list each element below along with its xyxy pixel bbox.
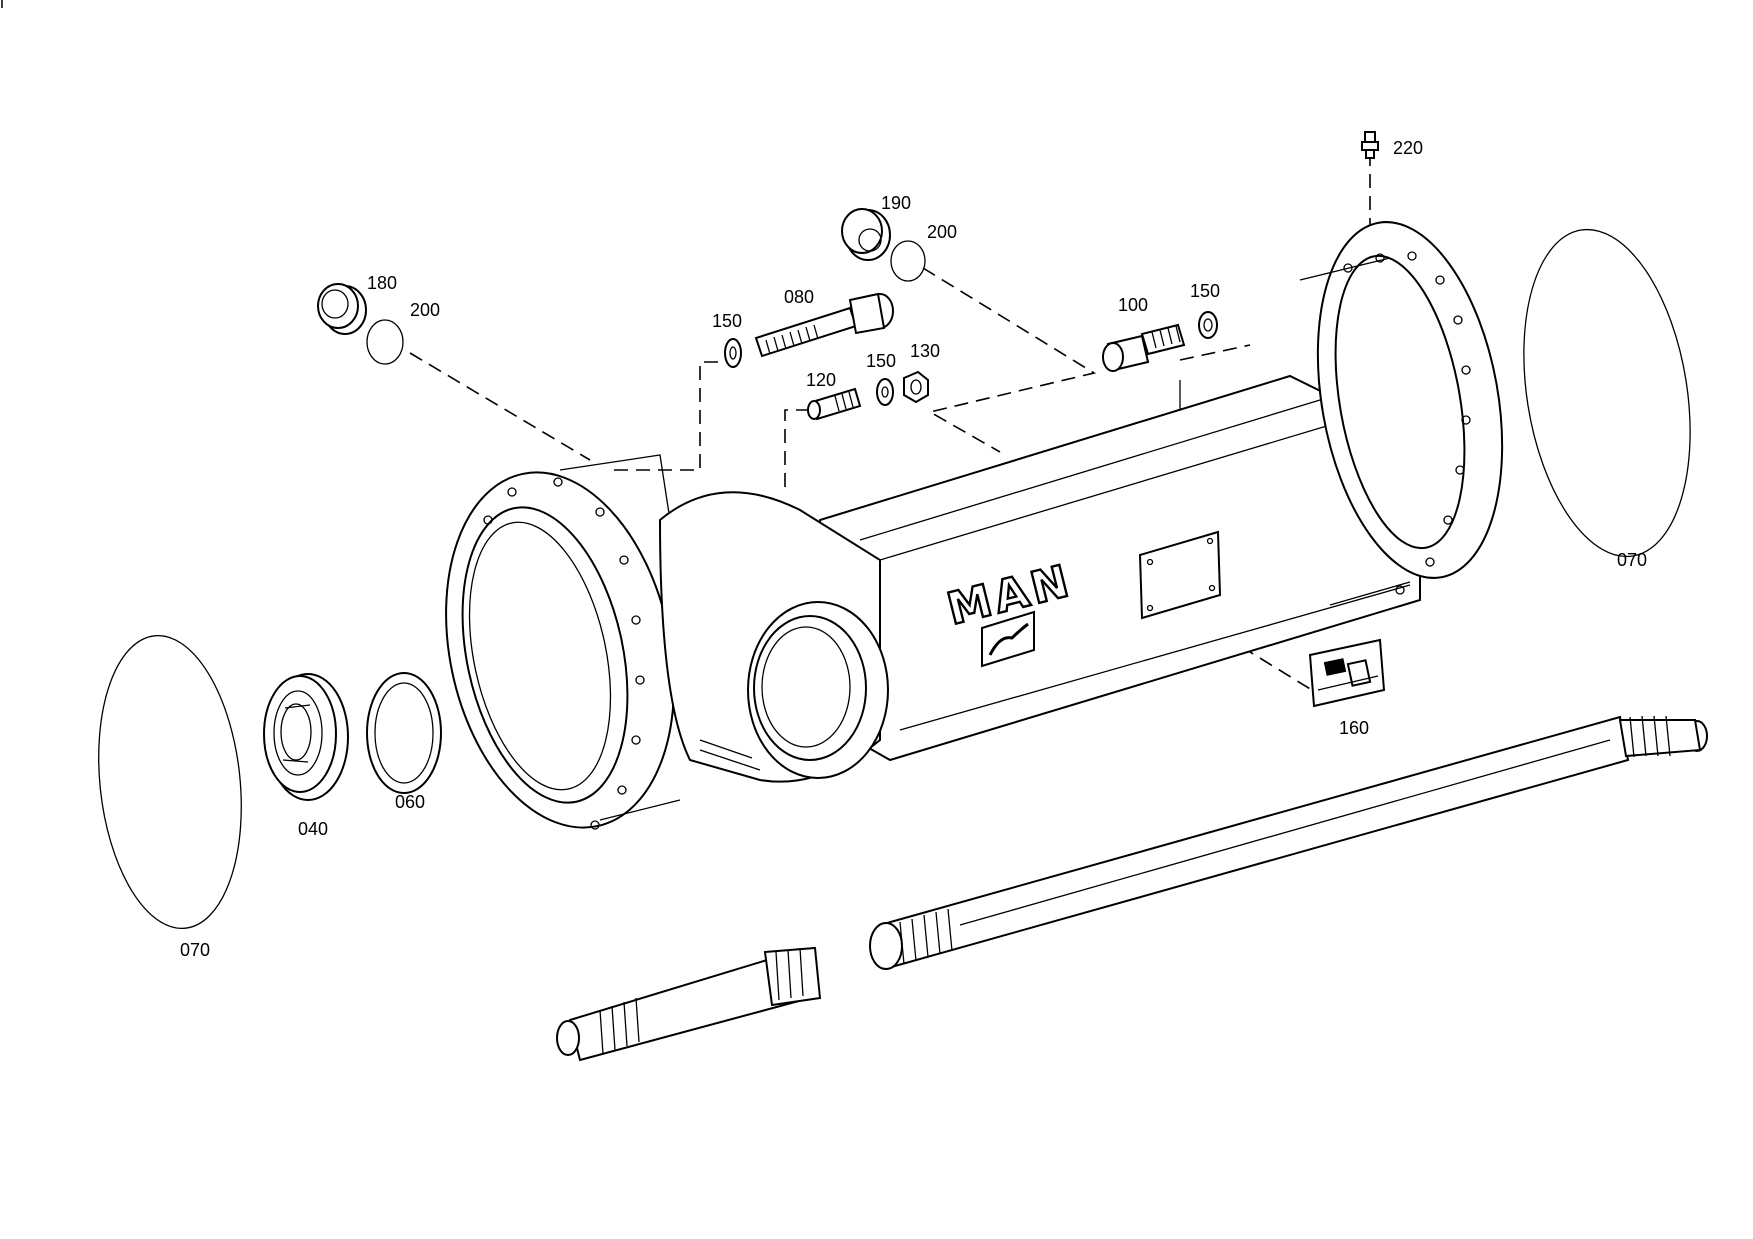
assembly-leader-lines [409,152,1371,696]
o-ring-right [1523,228,1691,558]
drive-shaft-short [556,946,822,1062]
drive-shaft-long [869,715,1708,970]
callout-200-top: 200 [927,222,957,242]
callout-040: 040 [298,819,328,839]
flange-bolt-holes-left [483,477,645,830]
callout-100: 100 [1118,295,1148,315]
seal-ring-200-top [890,240,926,282]
part-callouts: 220 190 200 180 200 080 150 100 150 120 … [180,138,1647,960]
callout-200-left: 200 [410,300,440,320]
callout-190: 190 [881,193,911,213]
o-ring-left [98,634,242,930]
callout-130: 130 [910,341,940,361]
axle-housing [445,221,1504,830]
bolt-080 [754,292,894,358]
seal-ring-200-left [366,319,404,365]
plug-180 [317,283,367,335]
breather-valve [1361,131,1379,159]
callout-150-a: 150 [712,311,742,331]
washer-150-c [876,378,894,406]
plug-190 [841,208,891,261]
callout-070-left: 070 [180,940,210,960]
callout-060: 060 [395,792,425,812]
callout-160: 160 [1339,718,1369,738]
washer-150-a [724,338,742,368]
callout-070-right: 070 [1617,550,1647,570]
tapered-bearing [263,673,349,801]
lion-badge-icon [981,610,1035,668]
callout-150-c: 150 [866,351,896,371]
callout-080: 080 [784,287,814,307]
nut-130 [903,370,929,404]
flange-bolt-holes-right [1343,251,1471,595]
callout-150-b: 150 [1190,281,1220,301]
stud-120 [807,387,862,421]
washer-150-b [1198,311,1218,339]
type-plate-160 [1308,638,1386,708]
spacer-ring [366,672,442,794]
bolt-100 [1102,323,1186,372]
callout-180: 180 [367,273,397,293]
callout-220: 220 [1393,138,1423,158]
callout-120: 120 [806,370,836,390]
mounting-plate [1138,530,1222,620]
